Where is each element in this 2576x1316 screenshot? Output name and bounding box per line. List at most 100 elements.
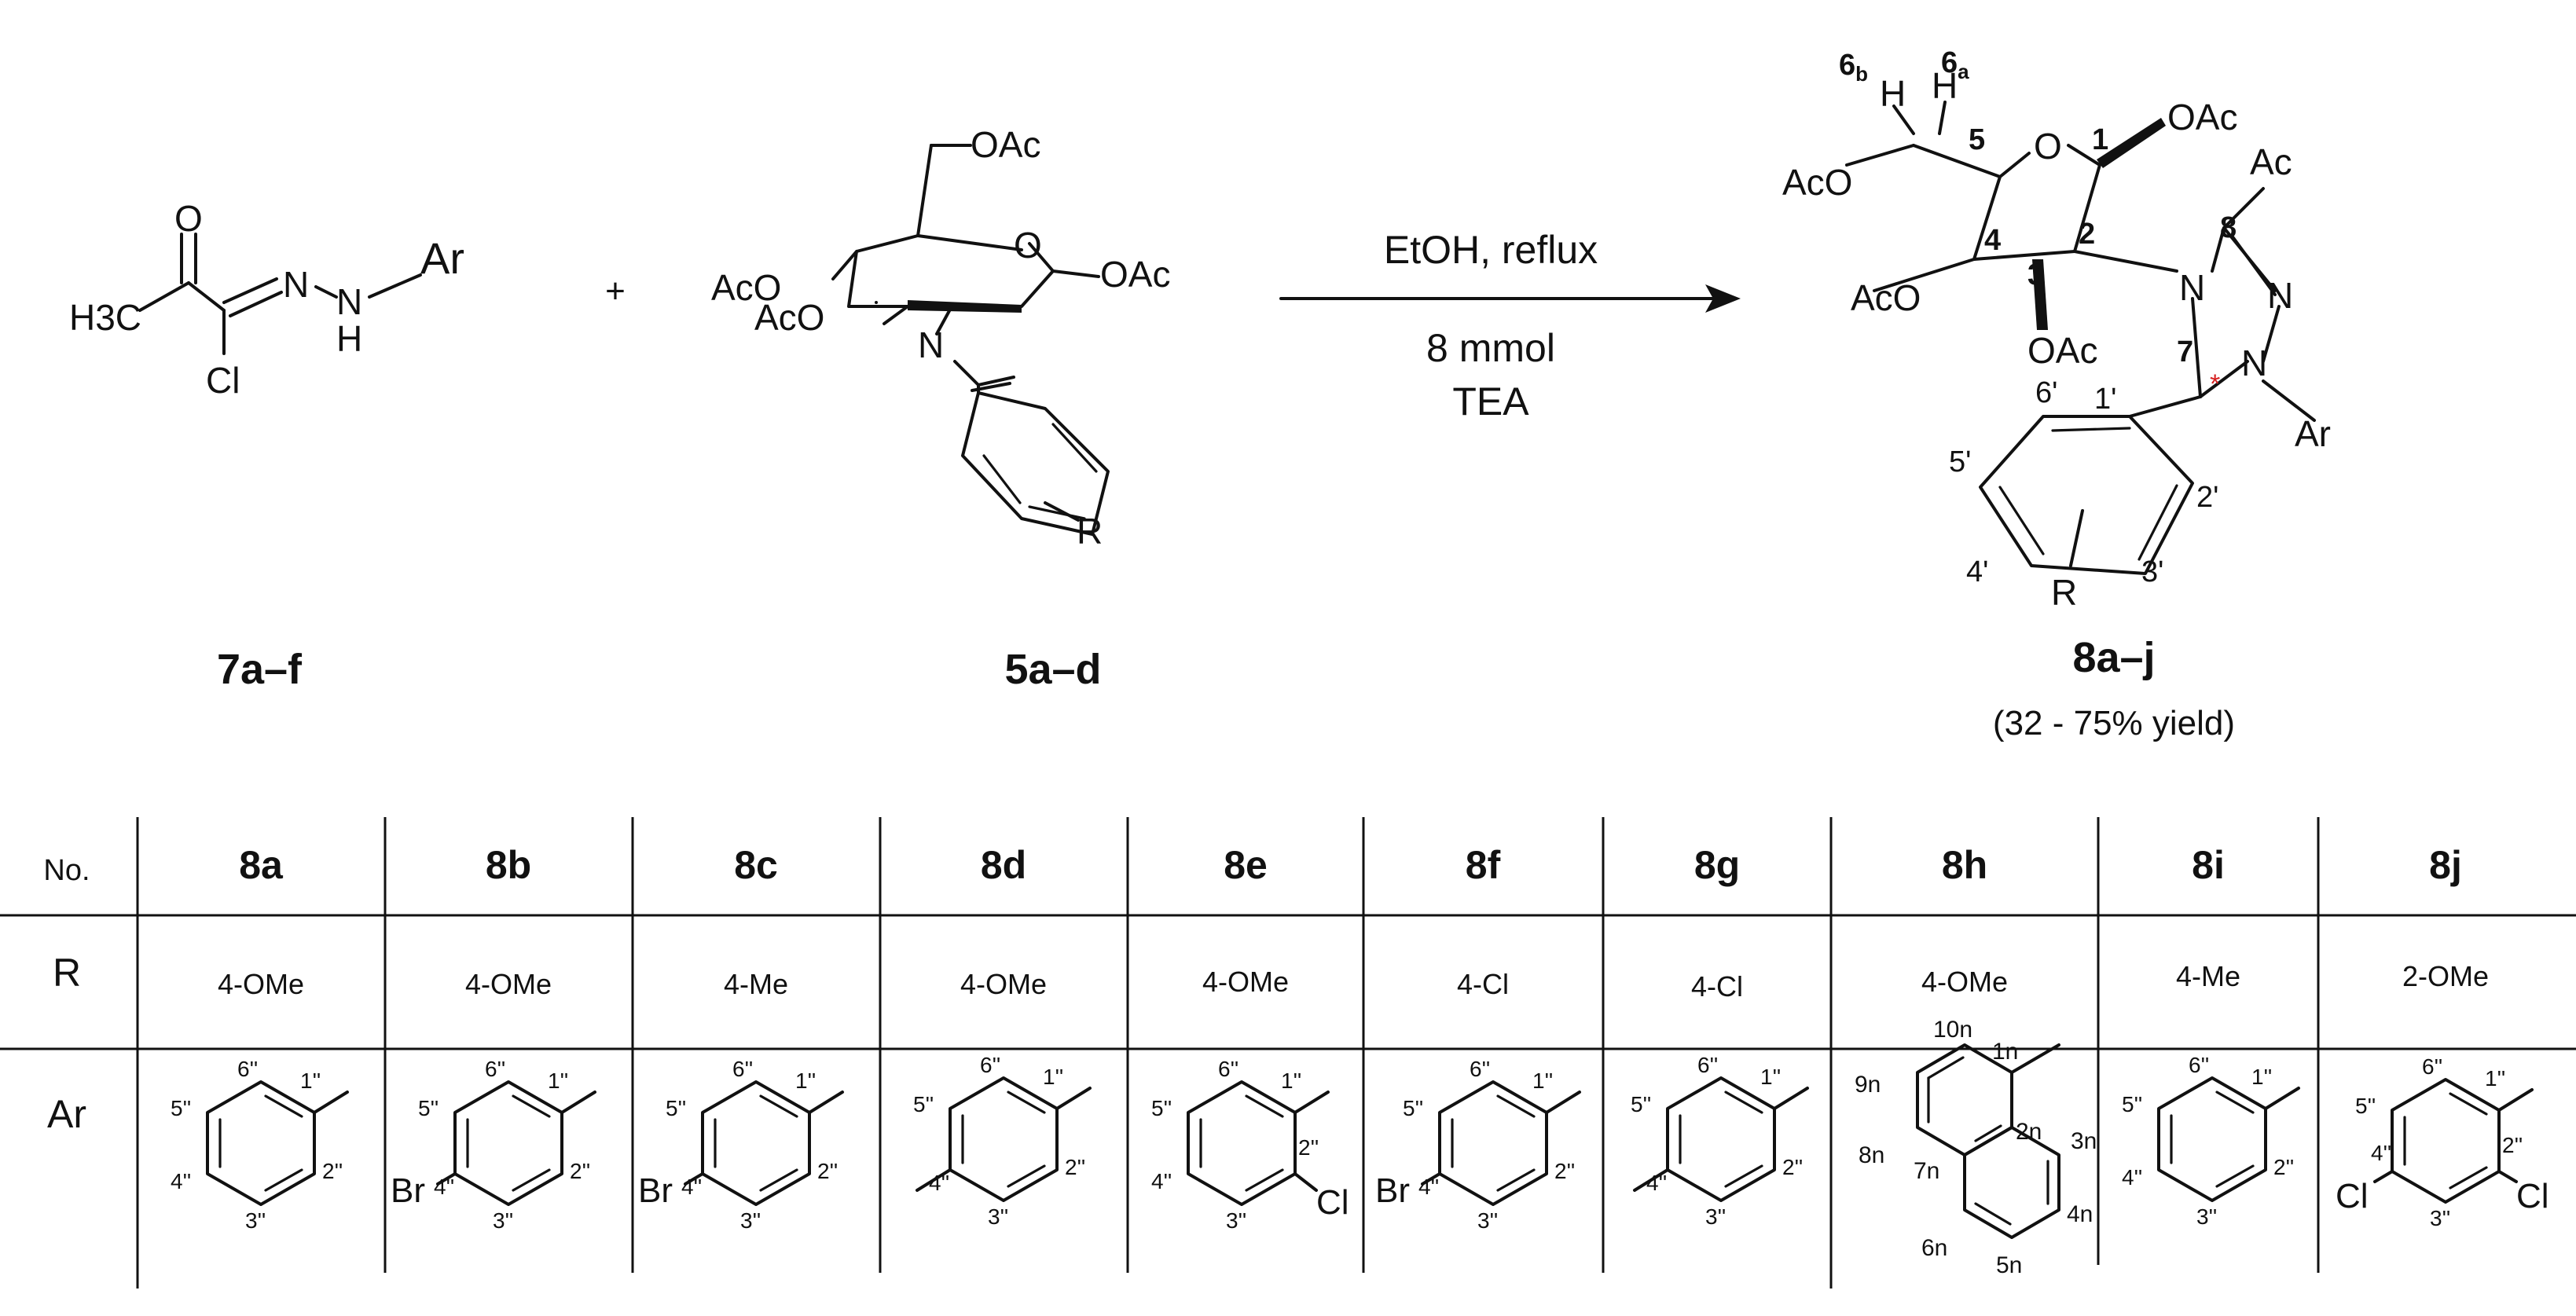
naphthyl-locant: 3n — [2071, 1128, 2097, 1154]
ring-locant: 3'' — [988, 1204, 1008, 1229]
ring-locant: 1'' — [1532, 1069, 1553, 1093]
table-grid — [0, 817, 2576, 1289]
atom-o-ring-8: O — [2034, 126, 2062, 167]
atom-aco-c3: AcO — [754, 297, 824, 338]
atom-ac: Ac — [2250, 141, 2292, 182]
ring-locant: 5'' — [171, 1096, 191, 1120]
locant-2p: 2' — [2196, 481, 2218, 514]
ring-locant: 4'' — [1151, 1169, 1172, 1193]
table-cell-r-8h: 4-OMe — [1921, 966, 2008, 998]
atom-n-imine-5: N — [918, 324, 944, 365]
table-cell-r-8j: 2-OMe — [2402, 960, 2489, 992]
ring-locant: 1'' — [1281, 1069, 1301, 1093]
ring-locant: 1'' — [2485, 1066, 2505, 1091]
locant-4p: 4' — [1966, 555, 1988, 588]
ring-locant: 6'' — [485, 1057, 505, 1081]
ring-locant: 5'' — [913, 1092, 934, 1116]
atom-ar-8: Ar — [2295, 413, 2331, 454]
ring-locant: 2'' — [2273, 1155, 2294, 1179]
substituent-cl: Cl — [2516, 1177, 2549, 1215]
ring-locant: 2'' — [1065, 1155, 1085, 1179]
ring-locant: 3'' — [245, 1208, 266, 1233]
table-header-8e: 8e — [1224, 843, 1268, 887]
locant-3p: 3' — [2141, 555, 2163, 588]
ar-structure-8i: 6'' 1'' 5'' 2'' 4'' 3'' — [2122, 1053, 2300, 1229]
ring-locant: 5'' — [2355, 1094, 2376, 1118]
table-row-label-ar: Ar — [47, 1092, 86, 1136]
stereocenter-marker: * — [2210, 369, 2220, 399]
reaction-arrow — [1279, 284, 1741, 313]
atom-r-5: R — [1077, 511, 1103, 552]
substituent-cl: Cl — [2336, 1177, 2369, 1215]
ring-locant: 2'' — [1554, 1159, 1575, 1183]
ring-locant: 3'' — [1705, 1204, 1726, 1229]
table-header-8b: 8b — [486, 843, 531, 887]
table-cell-r-8b: 4-OMe — [465, 968, 552, 1000]
reactant-7-structure — [138, 233, 422, 355]
atom-n3: N — [2267, 275, 2293, 316]
ring-locant: 4'' — [681, 1175, 702, 1199]
locant-3: 3 — [2027, 258, 2044, 291]
atom-ar: Ar — [420, 233, 464, 283]
compound-label-5: 5a–d — [1004, 646, 1101, 693]
ar-structure-8e: Cl 6'' 1'' 5'' 2'' 4'' 3'' — [1151, 1057, 1349, 1233]
atom-oac-c6: OAc — [971, 124, 1040, 165]
locant-5: 5 — [1969, 123, 1985, 156]
naphthyl-locant: 7n — [1914, 1158, 1939, 1184]
condition-amount: 8 mmol — [1426, 326, 1555, 370]
atom-aco-c4: AcO — [711, 267, 781, 308]
ring-locant: 2'' — [322, 1159, 343, 1183]
atom-oac-c3-8: OAc — [2027, 330, 2097, 371]
ring-locant: 2'' — [817, 1159, 838, 1183]
ring-locant: 6'' — [2422, 1054, 2442, 1079]
ring-locant: 1'' — [1043, 1065, 1063, 1089]
compound-label-8: 8a–j — [2072, 634, 2155, 681]
atom-o-pyranose: O — [1014, 225, 1042, 266]
naphthyl-locant: 2n — [2016, 1119, 2042, 1145]
table-header-no: No. — [43, 854, 90, 887]
ring-locant: 4'' — [1418, 1175, 1439, 1199]
ring-locant: 5'' — [1151, 1096, 1172, 1120]
naphthyl-locant: 4n — [2067, 1201, 2093, 1227]
atom-oac-c1: OAc — [1100, 254, 1170, 295]
substituent-cl: Cl — [1316, 1183, 1349, 1222]
ring-locant: 1'' — [795, 1069, 816, 1093]
ring-locant: 5'' — [1403, 1096, 1423, 1120]
ring-locant: 3'' — [2430, 1206, 2450, 1230]
table-cell-r-8f: 4-Cl — [1457, 968, 1509, 1000]
table-header-8h: 8h — [1942, 843, 1987, 887]
ring-locant: 2'' — [570, 1159, 590, 1183]
ring-locant: 5'' — [666, 1096, 686, 1120]
ring-locant: 5'' — [1631, 1092, 1651, 1116]
ar-structure-8f: Br 6'' 1'' 5'' 2'' 4'' 3'' — [1375, 1057, 1581, 1233]
ring-locant: 3'' — [493, 1208, 513, 1233]
ar-structure-8c: Br 6'' 1'' 5'' 2'' 4'' 3'' — [638, 1057, 844, 1233]
product-8-structure — [1845, 101, 2316, 575]
ring-locant: 1'' — [300, 1069, 321, 1093]
naphthyl-locant: 6n — [1921, 1235, 1947, 1261]
naphthyl-locant: 9n — [1855, 1072, 1881, 1098]
ar-structure-8g: 6'' 1'' 5'' 2'' 4'' 3'' — [1631, 1053, 1809, 1229]
locant-5p: 5' — [1949, 445, 1971, 478]
naphthyl-locant: 5n — [1996, 1252, 2022, 1278]
ring-locant: 2'' — [2502, 1133, 2523, 1157]
table-header-8d: 8d — [981, 843, 1026, 887]
table-cell-r-8g: 4-Cl — [1691, 970, 1743, 1003]
table-header-8c: 8c — [734, 843, 778, 887]
ring-locant: 5'' — [418, 1096, 439, 1120]
locant-8: 8 — [2220, 211, 2237, 244]
table-cell-r-8e: 4-OMe — [1202, 966, 1289, 998]
reactant-5-structure — [831, 144, 1110, 536]
compound-label-7: 7a–f — [217, 646, 303, 693]
atom-h-6a: H — [1932, 65, 1958, 106]
ring-locant: 2'' — [1782, 1155, 1803, 1179]
table-cell-r-8c: 4-Me — [724, 968, 788, 1000]
ring-locant: 6'' — [1218, 1057, 1238, 1081]
locant-4: 4 — [1984, 224, 2001, 257]
ring-locant: 4'' — [1646, 1171, 1667, 1195]
substituent-br: Br — [391, 1171, 425, 1210]
ring-locant: 4'' — [171, 1169, 191, 1193]
atom-n-imine: N — [283, 264, 309, 305]
ring-locant: 1'' — [548, 1069, 568, 1093]
